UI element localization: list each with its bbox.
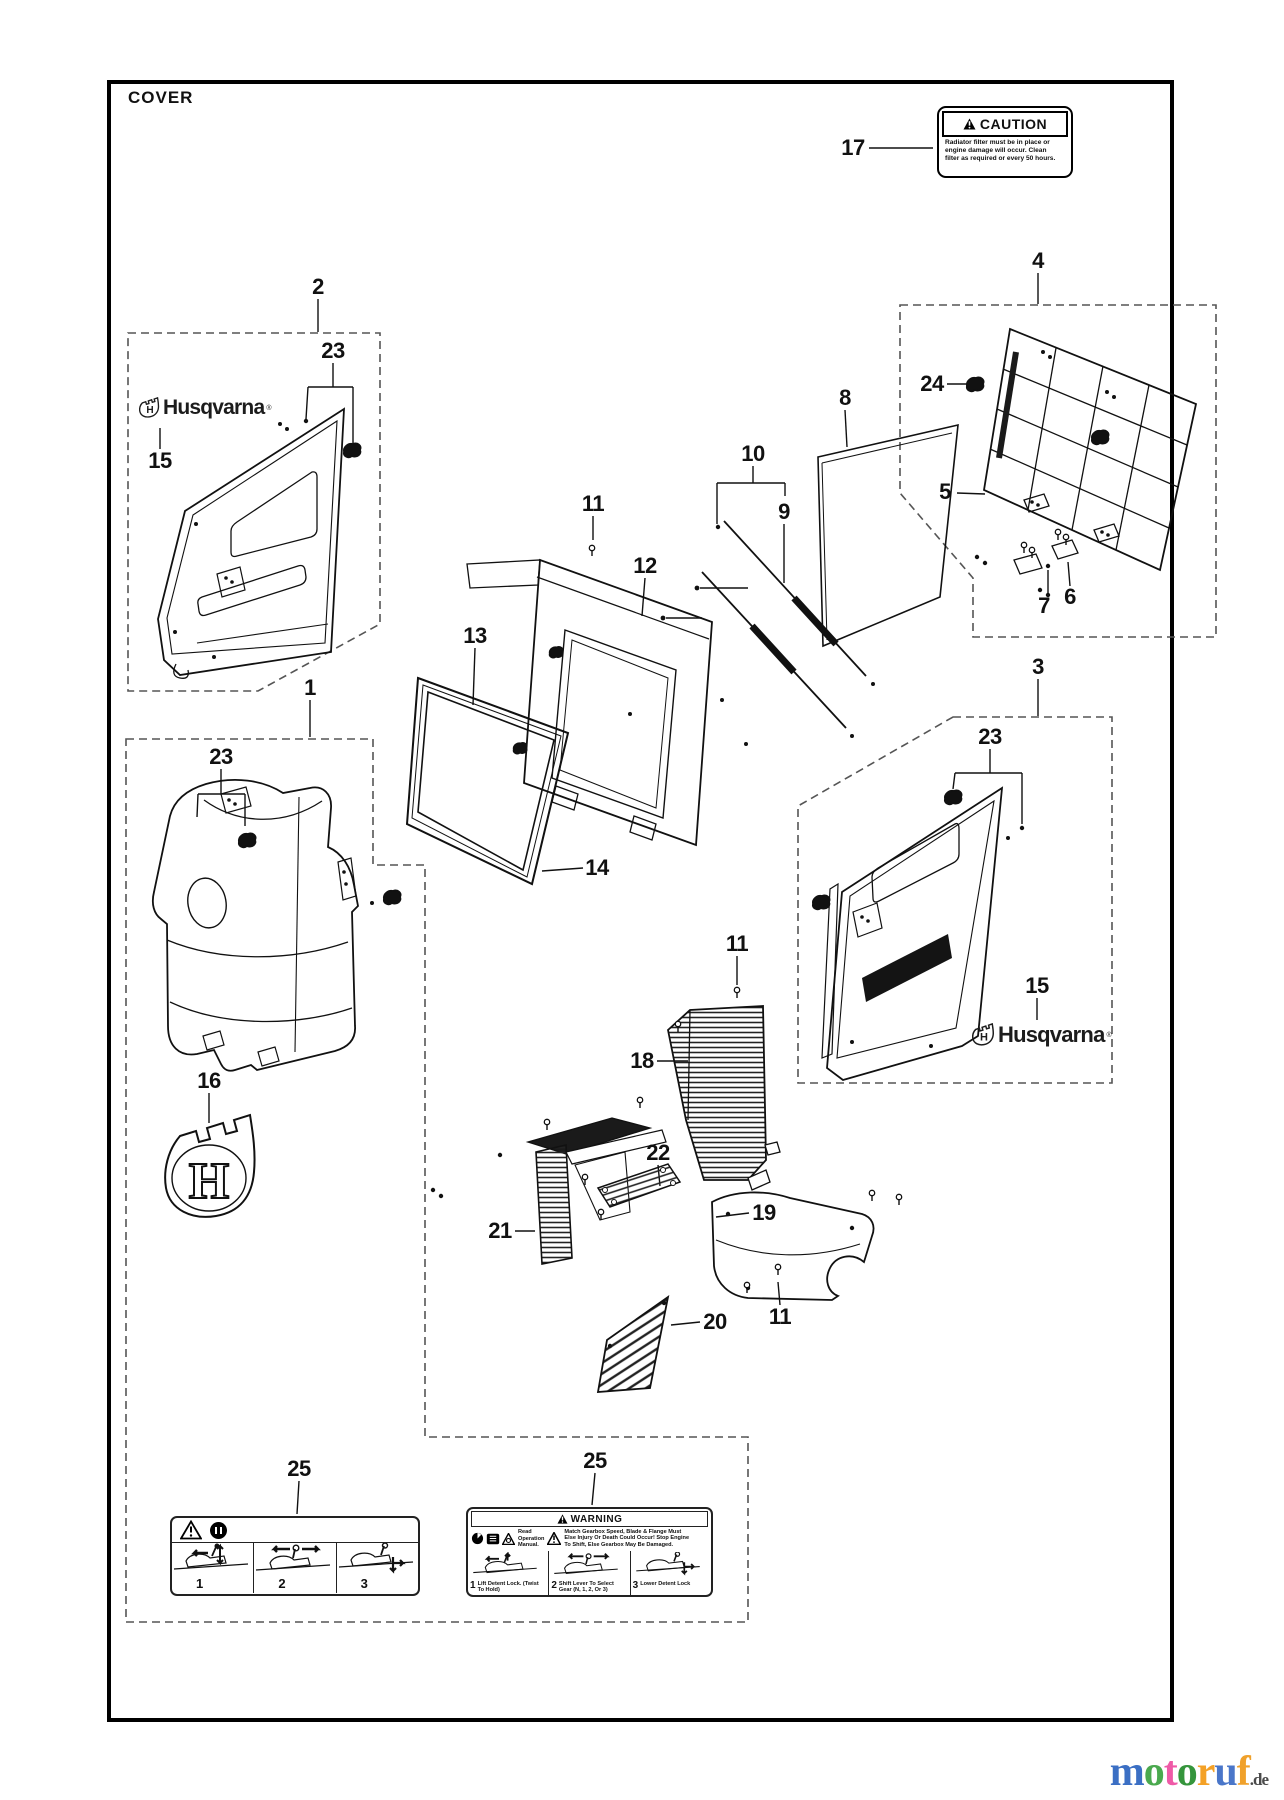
husqvarna-wordmark-right: H Husqvarna® (972, 1022, 1112, 1048)
callout-19: 19 (752, 1200, 776, 1225)
caution-decal: CAUTION Radiator filter must be in place… (937, 106, 1073, 178)
caution-line: Radiator filter must be in place or (945, 139, 1050, 146)
watermark-word: motoruf (1109, 1749, 1251, 1795)
watermark-letter: r (1196, 1749, 1216, 1795)
callout-7: 7 (1038, 593, 1050, 618)
brand-name: Husqvarna (163, 396, 265, 419)
lever-pictogram (338, 1542, 413, 1574)
step-caption: Lift Detent Lock. (Twist To Hold) (477, 1581, 539, 1594)
manual-icons (471, 1532, 515, 1545)
warning-title: WARNING (570, 1513, 623, 1525)
watermark-letter: t (1163, 1749, 1178, 1795)
step-caption: Shift Lever To Select Gear (N, 1, 2, Or … (558, 1581, 614, 1594)
pictogram-step: 3 (335, 1542, 418, 1593)
pause-icon (210, 1521, 227, 1539)
caution-line: filter as required or every 50 hours. (945, 154, 1056, 162)
watermark-suffix: .de (1249, 1770, 1269, 1789)
callout-17: 17 (841, 135, 865, 160)
warning-triangle-icon (557, 1514, 568, 1524)
watermark-letter: f (1236, 1749, 1251, 1795)
manual-book-icon (486, 1533, 500, 1544)
registered-mark: ® (266, 404, 272, 412)
callout-1: 1 (304, 675, 316, 700)
callout-3: 3 (1032, 654, 1044, 679)
lever-pictogram (173, 1543, 249, 1570)
step-number: 2 (551, 1580, 557, 1592)
callout-8: 8 (839, 385, 851, 410)
callout-23-a: 23 (321, 338, 345, 363)
callout-10: 10 (741, 441, 765, 466)
read-line: Manual. (518, 1541, 539, 1548)
page-title: COVER (128, 88, 194, 107)
callout-20: 20 (703, 1309, 727, 1334)
callout-25-b: 25 (583, 1448, 607, 1473)
caution-header: CAUTION (942, 111, 1068, 137)
callout-15-b: 15 (1025, 973, 1049, 998)
read-line: Operation (518, 1535, 545, 1542)
callout-6: 6 (1064, 584, 1076, 609)
lever-pictogram (256, 1544, 331, 1571)
operation-pictogram-decal: 1 2 3 (170, 1516, 420, 1596)
warning-body-line: Else Injury Or Death Could Occur! Stop E… (564, 1535, 690, 1542)
callout-9: 9 (778, 499, 790, 524)
read-line: Read (518, 1529, 532, 1536)
diagram-frame (107, 80, 1174, 1722)
warning-step: 3 Lower Detent Lock (629, 1551, 711, 1595)
watermark-letter: u (1214, 1749, 1237, 1795)
callout-23-b: 23 (209, 744, 233, 769)
warning-triangle-icon (547, 1532, 562, 1546)
step-number: 2 (278, 1576, 286, 1591)
callout-15-a: 15 (148, 448, 172, 473)
callout-5: 5 (939, 479, 951, 504)
gear-warning-icon (502, 1532, 515, 1545)
dial-icon (471, 1533, 484, 1545)
step-caption: Lower Detent Lock (640, 1581, 691, 1588)
warning-body-line: To Shift, Else Gearbox May Be Damaged. (564, 1541, 674, 1548)
callout-4: 4 (1032, 248, 1044, 273)
pictogram-step: 1 (172, 1543, 253, 1593)
watermark: motoruf.de (1109, 1748, 1269, 1796)
step-number: 3 (632, 1580, 639, 1592)
callout-23-c: 23 (978, 724, 1002, 749)
svg-text:H: H (146, 405, 153, 416)
svg-text:H: H (980, 1032, 988, 1044)
husqvarna-wordmark-left: H Husqvarna® (139, 396, 272, 420)
caution-title: CAUTION (979, 116, 1048, 132)
warning-step: 1 Lift Detent Lock. (Twist To Hold) (468, 1551, 548, 1595)
husqvarna-crown-icon: H (139, 397, 160, 418)
watermark-letter: o (1176, 1749, 1198, 1795)
callout-12: 12 (633, 553, 657, 578)
step-number: 1 (470, 1580, 476, 1592)
watermark-letter: o (1143, 1749, 1165, 1795)
callout-11-b: 11 (725, 931, 749, 956)
lever-pictogram (473, 1551, 537, 1574)
gearbox-warning-decal: WARNING Read Operation Manual. (466, 1507, 713, 1597)
callout-13: 13 (463, 623, 487, 648)
callout-16: 16 (197, 1068, 221, 1093)
warning-body-line: Match Gearbox Speed, Blade & Flange Must (564, 1529, 682, 1535)
step-number: 1 (196, 1576, 204, 1591)
callout-21: 21 (488, 1218, 512, 1243)
callout-25-a: 25 (287, 1456, 311, 1481)
callout-18: 18 (630, 1048, 654, 1073)
pictogram-step: 2 (253, 1543, 335, 1593)
warning-triangle-icon (963, 118, 976, 130)
callout-24: 24 (920, 371, 944, 396)
brand-name: Husqvarna (998, 1022, 1105, 1047)
lever-pictogram (635, 1551, 700, 1576)
watermark-letter: m (1109, 1749, 1145, 1795)
callout-22: 22 (646, 1140, 670, 1165)
husqvarna-crown-icon: H (972, 1023, 995, 1046)
callout-2: 2 (312, 274, 324, 299)
registered-mark: ® (1106, 1031, 1112, 1039)
step-number: 3 (360, 1576, 368, 1591)
callout-11-a: 11 (581, 491, 605, 516)
callout-14: 14 (585, 855, 609, 880)
callout-11-c: 11 (768, 1304, 792, 1329)
caution-line: engine damage will occur. Clean (945, 146, 1047, 154)
warning-step: 2 Shift Lever To Select Gear (N, 1, 2, O… (548, 1551, 629, 1595)
lever-pictogram (554, 1553, 619, 1575)
warning-triangle-icon (180, 1520, 202, 1540)
